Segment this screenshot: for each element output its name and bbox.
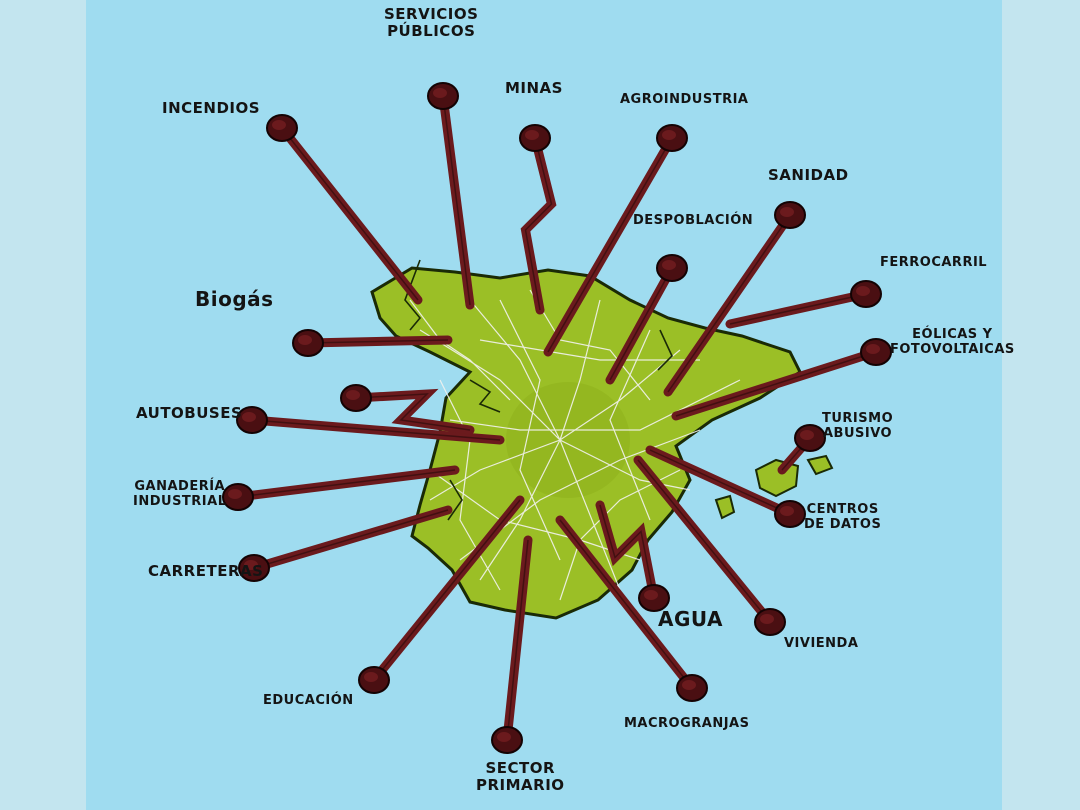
- nail-outline-educacion: [373, 499, 521, 681]
- nail-outline-incendios: [281, 127, 419, 301]
- nail-outline-sector-primario: [506, 539, 529, 741]
- nail-outline-ganaderia: [237, 469, 456, 498]
- label-servicios-publicos: SERVICIOS PÚBLICOS: [384, 5, 479, 41]
- central-plateau: [506, 382, 630, 498]
- nail-outline-agua: [599, 504, 655, 599]
- nail-head-highlight-despoblacion: [662, 260, 676, 270]
- nail-head-highlight-macrogranjas: [682, 680, 696, 690]
- label-turismo-abusivo: TURISMO ABUSIVO: [822, 411, 894, 441]
- label-macrogranjas: MACROGRANJAS: [624, 716, 750, 731]
- nail-outline-carreteras: [253, 509, 449, 569]
- label-biogas: Biogás: [195, 287, 274, 311]
- label-minas: MINAS: [505, 79, 563, 97]
- nail-head-highlight-ferrocarril: [856, 286, 870, 296]
- nail-outline-macrogranjas: [559, 519, 693, 689]
- nail-outline-despoblacion: [609, 267, 673, 381]
- label-incendios: INCENDIOS: [162, 99, 261, 117]
- label-despoblacion: DESPOBLACIÓN: [633, 213, 754, 228]
- label-sanidad: SANIDAD: [768, 166, 849, 184]
- label-ganaderia-industrial: GANADERÍA INDUSTRIAL: [133, 479, 227, 509]
- label-centros-datos: CENTROS DE DATOS: [804, 502, 882, 532]
- nail-head-highlight-educacion: [364, 672, 378, 682]
- right-margin-band: [1002, 0, 1080, 810]
- label-autobuses: AUTOBUSES: [136, 404, 243, 422]
- nails-group: [222, 82, 892, 754]
- ibiza-island: [714, 494, 736, 520]
- nail-head-highlight-incendios: [272, 120, 286, 130]
- nail-outline-sanidad: [667, 214, 791, 393]
- nail-head-highlight-sector-primario: [497, 732, 511, 742]
- label-agua: AGUA: [658, 607, 723, 631]
- nail-outline-servicios-publicos: [442, 95, 471, 306]
- nail-outline-minas: [524, 137, 553, 311]
- nail-head-highlight-agroindustria: [662, 130, 676, 140]
- label-educacion: EDUCACIÓN: [263, 693, 354, 708]
- nail-head-highlight-minas: [525, 130, 539, 140]
- nail-outline-agroindustria: [547, 137, 673, 353]
- nail-head-highlight-hook: [346, 390, 360, 400]
- label-carreteras: CARRETERAS: [148, 562, 264, 580]
- nail-head-highlight-biogas: [298, 335, 312, 345]
- nail-outline-hook: [355, 393, 471, 431]
- nail-outline-biogas: [307, 339, 449, 344]
- nail-head-highlight-carreteras: [244, 560, 258, 570]
- nail-outline-eolicas: [675, 351, 877, 417]
- nail-head-highlight-ganaderia: [228, 489, 242, 499]
- label-ferrocarril: FERROCARRIL: [880, 255, 988, 270]
- nail-outline-centros-datos: [649, 449, 791, 515]
- label-eolicas-fotovoltaicas: EÓLICAS Y FOTOVOLTAICAS: [890, 327, 1015, 357]
- label-agroindustria: AGROINDUSTRIA: [620, 92, 749, 107]
- label-vivienda: VIVIENDA: [784, 636, 859, 651]
- nail-outline-vivienda: [637, 459, 771, 623]
- label-sector-primario: SECTOR PRIMARIO: [476, 759, 565, 795]
- nail-outline-ferrocarril: [729, 293, 867, 325]
- nail-head-highlight-sanidad: [780, 207, 794, 217]
- dark-cracks: [404, 259, 673, 521]
- nail-head-highlight-agua: [644, 590, 658, 600]
- nail-head-highlight-servicios-publicos: [433, 88, 447, 98]
- menorca-island: [806, 454, 834, 476]
- left-margin-band: [0, 0, 86, 810]
- nail-head-highlight-autobuses: [242, 412, 256, 422]
- nail-head-highlight-eolicas: [866, 344, 880, 354]
- nail-head-highlight-turismo: [800, 430, 814, 440]
- nail-head-highlight-vivienda: [760, 614, 774, 624]
- nail-head-highlight-centros-datos: [780, 506, 794, 516]
- nail-outline-autobuses: [251, 419, 501, 441]
